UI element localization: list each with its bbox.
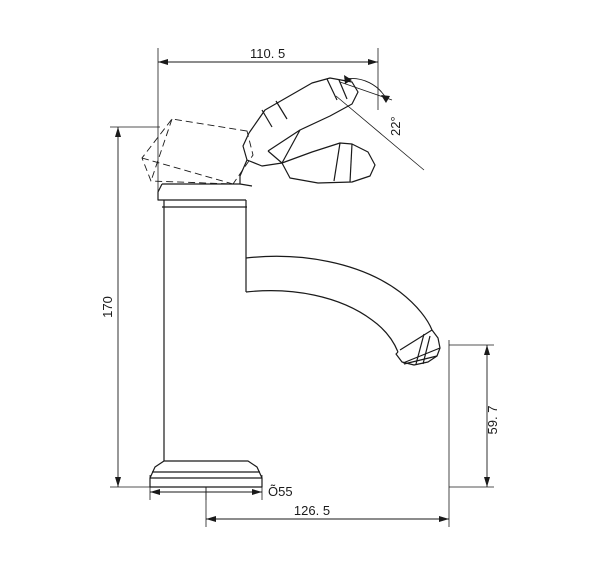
dimension-lines: [117, 61, 488, 520]
dimension-label-handle-angle: 22°: [388, 116, 403, 136]
angle-arc: [344, 78, 388, 101]
dimension-label-overall-height: 170: [100, 296, 115, 318]
faucet-body-outline: [149, 77, 441, 488]
dimension-label-overall-depth: 126. 5: [294, 503, 330, 518]
drawing-line-styles: [110, 48, 494, 527]
dimension-arrowheads: [115, 59, 490, 522]
dimension-label-spout-reach: 110. 5: [250, 46, 285, 61]
extension-lines: [110, 48, 494, 527]
dimension-label-spout-outlet-height: 59. 7: [485, 406, 500, 435]
dimension-label-base-diameter: Õ55: [268, 484, 293, 499]
handle-alternate-position-phantom: [141, 118, 254, 185]
